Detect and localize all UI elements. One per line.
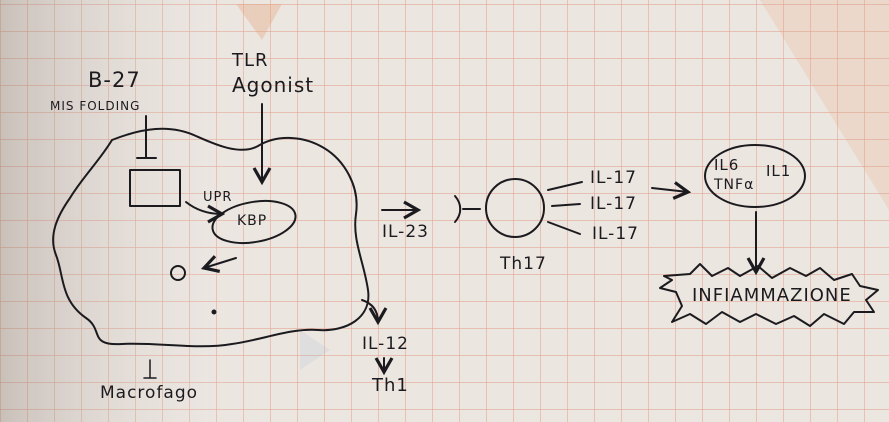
tlr-label: TLR — [232, 50, 269, 71]
misfolding-label: MIS FOLDING — [50, 99, 141, 113]
infiammazione-label: INFIAMMAZIONE — [692, 285, 852, 306]
b27-label: B-27 — [88, 68, 141, 92]
kbp-to-nucleus-arrow — [200, 255, 237, 274]
inflammation-burst — [659, 263, 879, 327]
kbp-ellipse — [211, 199, 297, 245]
th17-cell — [485, 178, 545, 238]
upr-label: UPR — [203, 190, 233, 205]
macrophage-outline — [52, 127, 370, 348]
misfolding-inhibit-arrow — [136, 115, 157, 159]
il17-line-2 — [551, 203, 581, 207]
upr-arrow — [185, 201, 226, 224]
il23-label: IL-23 — [382, 222, 429, 242]
agonist-label: Agonist — [232, 73, 315, 97]
th1-label: Th1 — [372, 375, 409, 396]
il12-label: IL-12 — [362, 334, 409, 354]
il17-to-cytokines-arrow — [651, 181, 692, 200]
th17-label: Th17 — [500, 254, 547, 274]
er-rectangle — [129, 169, 181, 207]
receptor-bracket — [454, 195, 462, 223]
kbp-label: KBP — [237, 213, 268, 229]
dot-mark — [211, 309, 217, 315]
nucleus-circle — [170, 265, 186, 281]
il17-line-1 — [547, 181, 583, 191]
il6-label: IL6 — [714, 156, 740, 174]
il17-label-1: IL-17 — [590, 168, 637, 188]
il17-label-3: IL-17 — [592, 224, 639, 244]
il12-arrow — [361, 299, 388, 326]
macrofago-label: Macrofago — [100, 383, 199, 403]
tnfa-label: TNFα — [714, 177, 755, 193]
il17-line-3 — [547, 221, 581, 235]
il17-label-2: IL-17 — [590, 194, 637, 214]
cytokine-ellipse — [704, 144, 806, 208]
il1-label: IL1 — [766, 162, 792, 180]
macrophage-pointer — [143, 359, 157, 379]
